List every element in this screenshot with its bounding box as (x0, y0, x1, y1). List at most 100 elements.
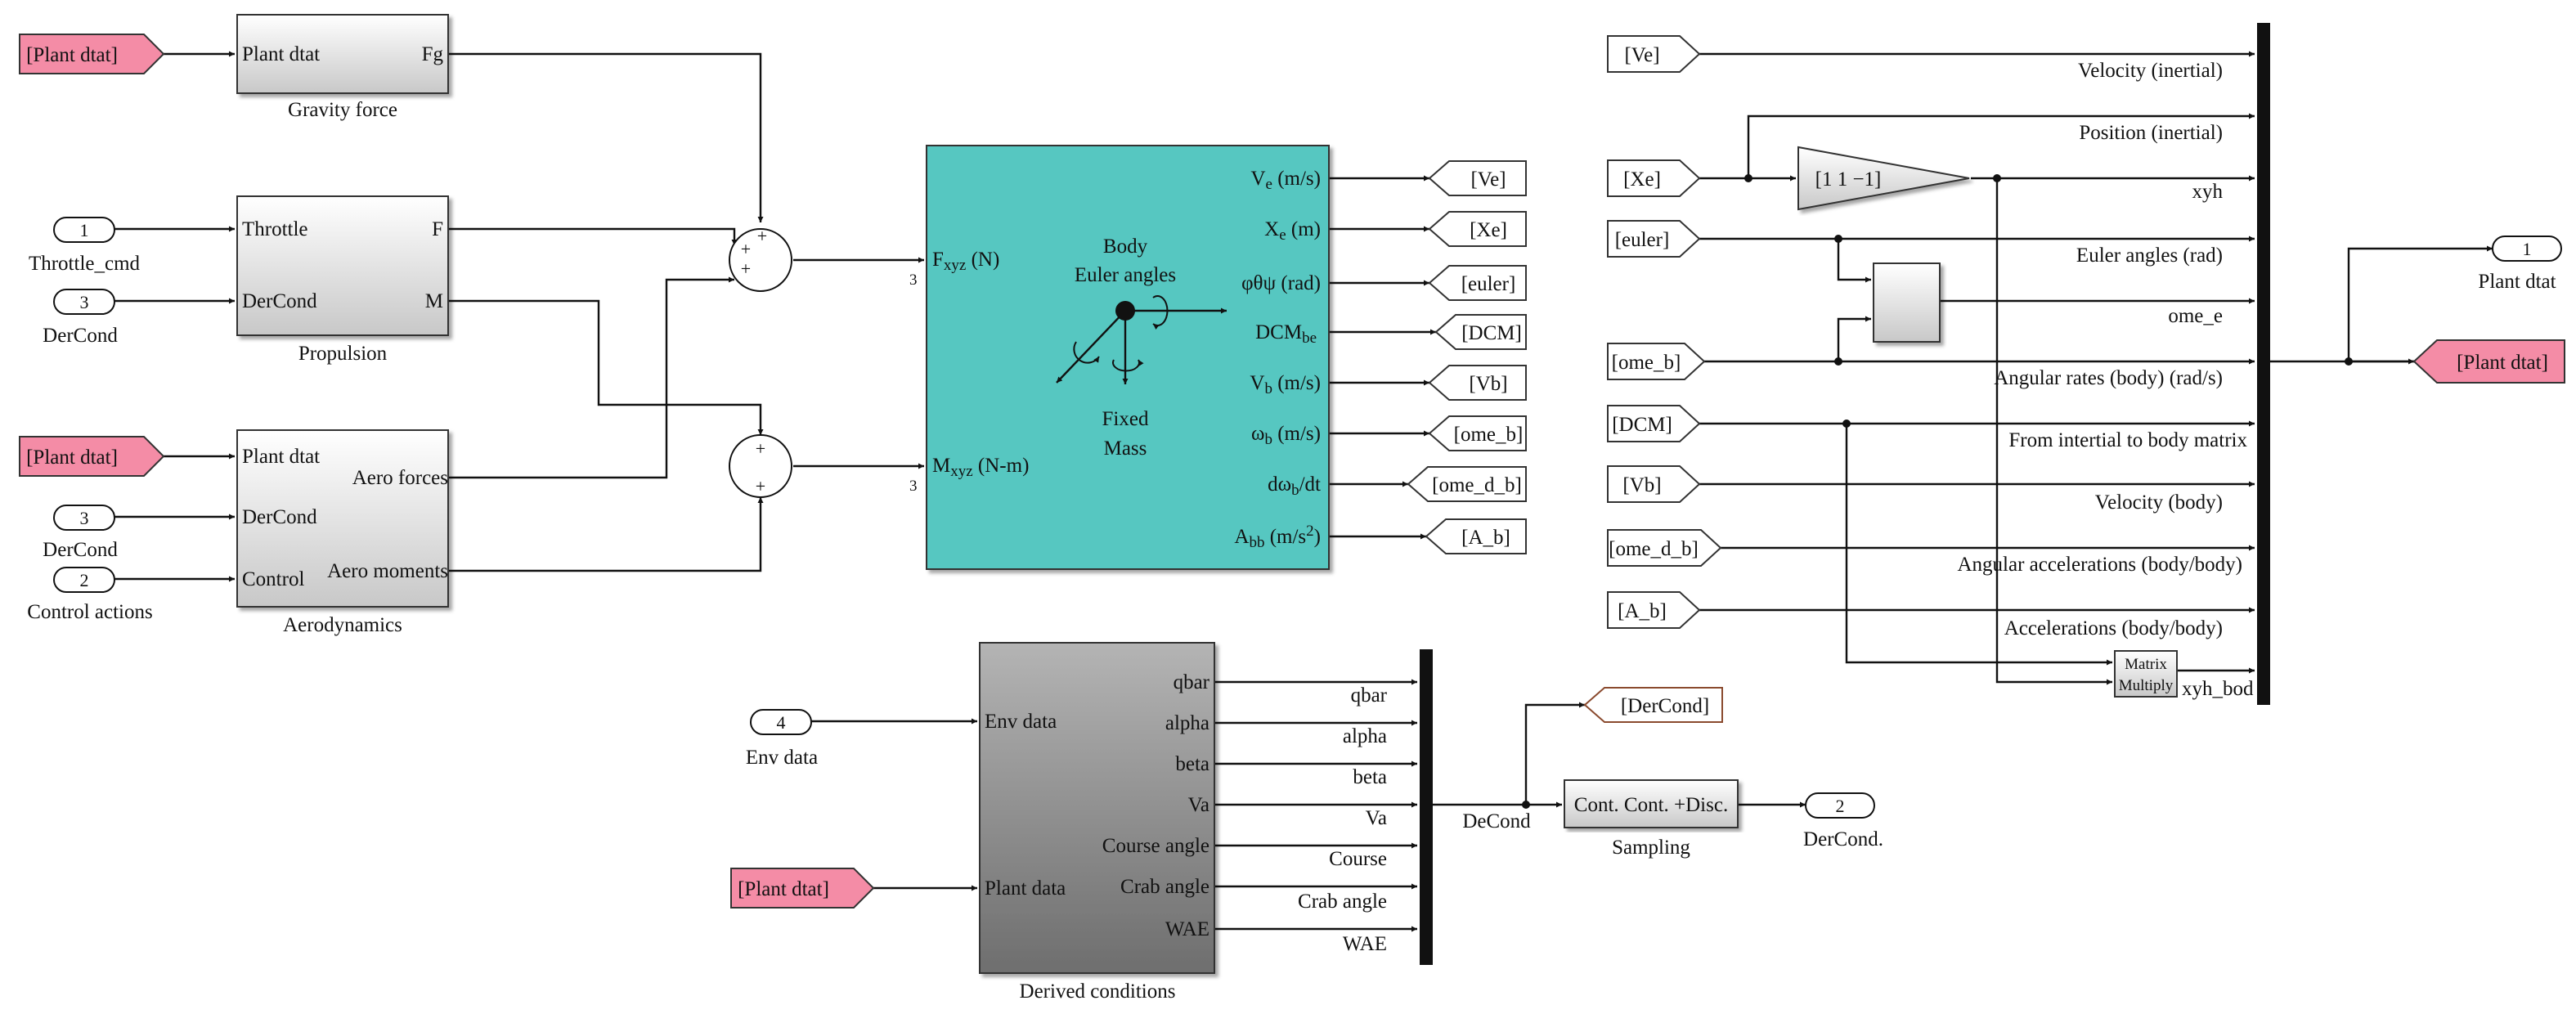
derived-signal-labels: qbar alpha beta Va Course Crab angle WAE (1298, 684, 1388, 955)
derived-conditions-block[interactable]: Env data Plant data qbar alpha beta Va C… (979, 642, 1215, 1003)
svg-text:Derived conditions: Derived conditions (1020, 980, 1176, 1003)
svg-text:+: + (756, 438, 765, 459)
svg-text:Va: Va (1188, 794, 1209, 816)
svg-text:Aero moments: Aero moments (327, 560, 448, 582)
sum-forces[interactable]: + + + (729, 226, 792, 292)
svg-text:[Vb]: [Vb] (1622, 474, 1661, 496)
from-vb[interactable]: [Vb] (1607, 465, 1701, 503)
goto-a-b[interactable]: [A_b] (1425, 518, 1527, 554)
svg-text:xyh: xyh (2192, 181, 2224, 203)
svg-text:Throttle_cmd: Throttle_cmd (29, 253, 141, 275)
outport-plant-dtat[interactable]: 1 Plant dtat (2478, 236, 2562, 293)
wires-left (114, 51, 924, 582)
svg-text:From intertial to body matrix: From intertial to body matrix (2008, 429, 2247, 451)
svg-text:[1 1 −1]: [1 1 −1] (1815, 168, 1882, 191)
svg-text:[euler]: [euler] (1615, 229, 1670, 251)
from-euler[interactable]: [euler] (1607, 220, 1701, 258)
out-xe: Xe (m) (1264, 218, 1321, 244)
svg-text:Control: Control (242, 568, 304, 590)
goto-xe[interactable]: [Xe] (1428, 211, 1527, 247)
svg-text:[DerCond]: [DerCond] (1621, 695, 1709, 717)
six-dof-euler-block[interactable]: Fxyz (N) Mxyz (N-m) 3 3 Body Euler angle… (909, 145, 1330, 570)
svg-text:Plant dtat: Plant dtat (2478, 271, 2556, 293)
svg-text:Plant dtat: Plant dtat (242, 446, 320, 468)
goto-plant-dtat[interactable]: [Plant dtat] (2412, 339, 2565, 384)
svg-text:[DCM]: [DCM] (1612, 414, 1672, 436)
from-ome-d-b[interactable]: [ome_d_b] (1607, 529, 1722, 567)
svg-text:+: + (757, 226, 767, 246)
from-xe[interactable]: [Xe] (1607, 159, 1701, 197)
sampling-block[interactable]: Cont. Cont. +Disc. Sampling (1564, 779, 1739, 859)
svg-text:[Xe]: [Xe] (1470, 219, 1507, 241)
svg-text:beta: beta (1175, 753, 1209, 775)
svg-text:Accelerations (body/body): Accelerations (body/body) (2004, 617, 2223, 639)
from-plant-dtat-aero[interactable]: [Plant dtat] (19, 436, 165, 477)
svg-text:3: 3 (909, 271, 918, 289)
goto-vb[interactable]: [Vb] (1428, 365, 1527, 401)
svg-text:xyh_bod: xyh_bod (2182, 678, 2254, 700)
wires-6dof-outputs (1329, 175, 1436, 540)
from-plant-dtat-derived[interactable]: [Plant dtat] (730, 868, 875, 909)
svg-text:+: + (741, 239, 751, 259)
out-vb: Vb (m/s) (1250, 372, 1321, 397)
goto-euler[interactable]: [euler] (1428, 265, 1527, 301)
svg-text:3: 3 (80, 292, 89, 312)
goto-dcm[interactable]: [DCM] (1434, 314, 1527, 350)
euler-rate-subsystem[interactable] (1873, 262, 1941, 343)
svg-text:[Plant dtat]: [Plant dtat] (26, 44, 118, 66)
svg-text:2: 2 (80, 570, 89, 590)
svg-text:DerCond: DerCond (43, 539, 118, 561)
goto-ve[interactable]: [Ve] (1428, 160, 1527, 196)
inport-env-data[interactable]: 4 Env data (746, 709, 818, 769)
inport-throttle-cmd[interactable]: 1 Throttle_cmd (29, 217, 141, 275)
svg-text:Aerodynamics: Aerodynamics (283, 614, 402, 636)
svg-text:Env data: Env data (746, 747, 818, 769)
inport-dercond-propulsion[interactable]: 3 DerCond (43, 289, 118, 347)
inport-dercond-aero[interactable]: 3 DerCond (43, 505, 118, 561)
svg-text:Propulsion: Propulsion (298, 343, 388, 365)
svg-text:[Xe]: [Xe] (1623, 168, 1661, 191)
sum-moments[interactable]: + + (729, 434, 792, 498)
goto-ome-d-b[interactable]: [ome_d_b] (1407, 466, 1527, 502)
matrix-multiply-block[interactable]: Matrix Multiply (2114, 650, 2178, 698)
out-domega-b: dωb/dt (1268, 473, 1321, 499)
from-ve[interactable]: [Ve] (1607, 35, 1701, 73)
inport-control-actions[interactable]: 2 Control actions (27, 567, 153, 623)
from-ome-b[interactable]: [ome_b] (1607, 343, 1706, 380)
svg-text:[Plant dtat]: [Plant dtat] (26, 446, 118, 469)
svg-text:Mass: Mass (1104, 437, 1147, 460)
svg-text:Multiply: Multiply (2119, 677, 2174, 694)
svg-text:Throttle: Throttle (242, 218, 308, 240)
outport-dercond[interactable]: 2 DerCond. (1803, 792, 1883, 850)
svg-text:Body: Body (1103, 236, 1148, 258)
aerodynamics-block[interactable]: Plant dtat DerCond Control Aero forces A… (236, 429, 449, 636)
goto-dercond[interactable]: [DerCond] (1583, 687, 1723, 723)
wires-derived (811, 679, 1806, 932)
svg-text:WAE: WAE (1343, 933, 1387, 955)
svg-text:Sampling: Sampling (1612, 837, 1690, 859)
gravity-force-block[interactable]: Plant dtat Fg Gravity force (236, 14, 449, 121)
gain-block[interactable]: [1 1 −1] (1797, 146, 1970, 211)
svg-text:qbar: qbar (1351, 684, 1388, 707)
svg-text:[ome_d_b]: [ome_d_b] (1432, 474, 1522, 496)
svg-text:Env data: Env data (985, 711, 1057, 733)
propulsion-block[interactable]: Throttle DerCond F M Propulsion (236, 195, 449, 365)
svg-text:[A_b]: [A_b] (1618, 600, 1667, 622)
from-dcm[interactable]: [DCM] (1607, 405, 1701, 442)
svg-text:alpha: alpha (1165, 712, 1209, 734)
from-plant-dtat-gravity[interactable]: [Plant dtat] (19, 34, 165, 74)
input-moment-label: Mxyz (N-m) (932, 455, 1029, 480)
svg-text:2: 2 (1836, 796, 1845, 816)
svg-text:Angular accelerations (body/bo: Angular accelerations (body/body) (1958, 554, 2243, 576)
svg-text:[DCM]: [DCM] (1461, 322, 1522, 344)
goto-ome-b[interactable]: [ome_b] (1428, 415, 1527, 451)
svg-text:[Ve]: [Ve] (1470, 168, 1506, 191)
svg-text:[Plant dtat]: [Plant dtat] (738, 878, 829, 900)
svg-text:M: M (425, 290, 443, 312)
from-a-b[interactable]: [A_b] (1607, 591, 1701, 629)
svg-text:[ome_d_b]: [ome_d_b] (1609, 538, 1699, 560)
svg-text:Crab angle: Crab angle (1298, 891, 1387, 913)
derived-bus-creator[interactable] (1420, 649, 1433, 965)
plant-bus-creator[interactable] (2257, 23, 2270, 705)
svg-text:Plant dtat: Plant dtat (242, 43, 320, 65)
